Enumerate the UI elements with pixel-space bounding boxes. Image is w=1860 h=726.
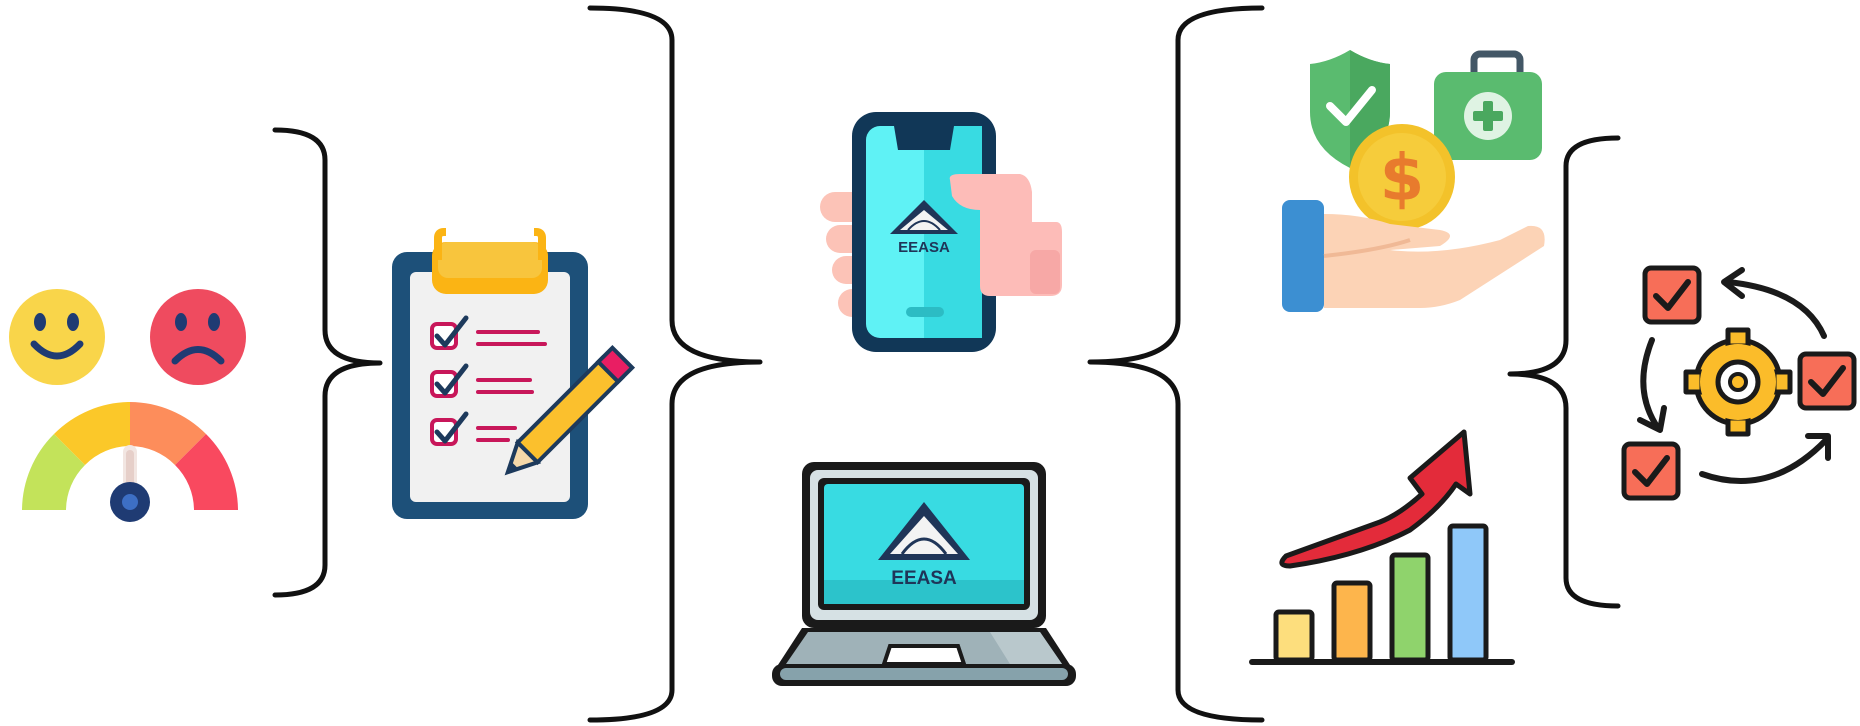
bracket-1: [272, 127, 383, 598]
sad-face-icon: [150, 289, 246, 385]
phone-logo-text: EEASA: [898, 239, 950, 256]
laptop-logo-text: EEASA: [891, 568, 957, 589]
growth-chart-icon: [1249, 429, 1515, 665]
gauge-icon: [22, 402, 238, 522]
bracket-3: [1087, 5, 1265, 723]
satisfaction-meter-icon: [9, 289, 246, 522]
checked-task-icon: [1621, 441, 1681, 501]
smartphone-in-hand-icon: EEASA: [820, 112, 1062, 352]
checklist-item: [430, 363, 534, 398]
checked-task-icon: [1642, 265, 1702, 325]
clipboard-checklist-icon: [392, 228, 636, 519]
bar-2: [1331, 580, 1373, 663]
gear-icon: [1683, 327, 1793, 437]
process-cycle-icon: [1621, 265, 1857, 501]
happy-face-icon: [9, 289, 105, 385]
dollar-sign-icon: $: [1380, 142, 1425, 216]
bracket-4: [1507, 135, 1621, 609]
eeasa-logo: EEASA: [878, 502, 970, 589]
trend-arrow: [1279, 429, 1473, 569]
checked-task-icon: [1797, 351, 1857, 411]
laptop-icon: EEASA: [772, 462, 1076, 686]
checklist-item: [430, 315, 547, 350]
eeasa-logo: EEASA: [890, 200, 958, 256]
bar-4: [1447, 523, 1489, 663]
insurance-benefits-icon: $: [1282, 50, 1545, 312]
cycle-arrows: [1637, 267, 1831, 485]
bar-1: [1273, 609, 1315, 663]
checklist-item: [430, 411, 517, 446]
bar-3: [1389, 552, 1431, 663]
bracket-2: [587, 5, 763, 723]
pencil-icon: [504, 344, 636, 476]
